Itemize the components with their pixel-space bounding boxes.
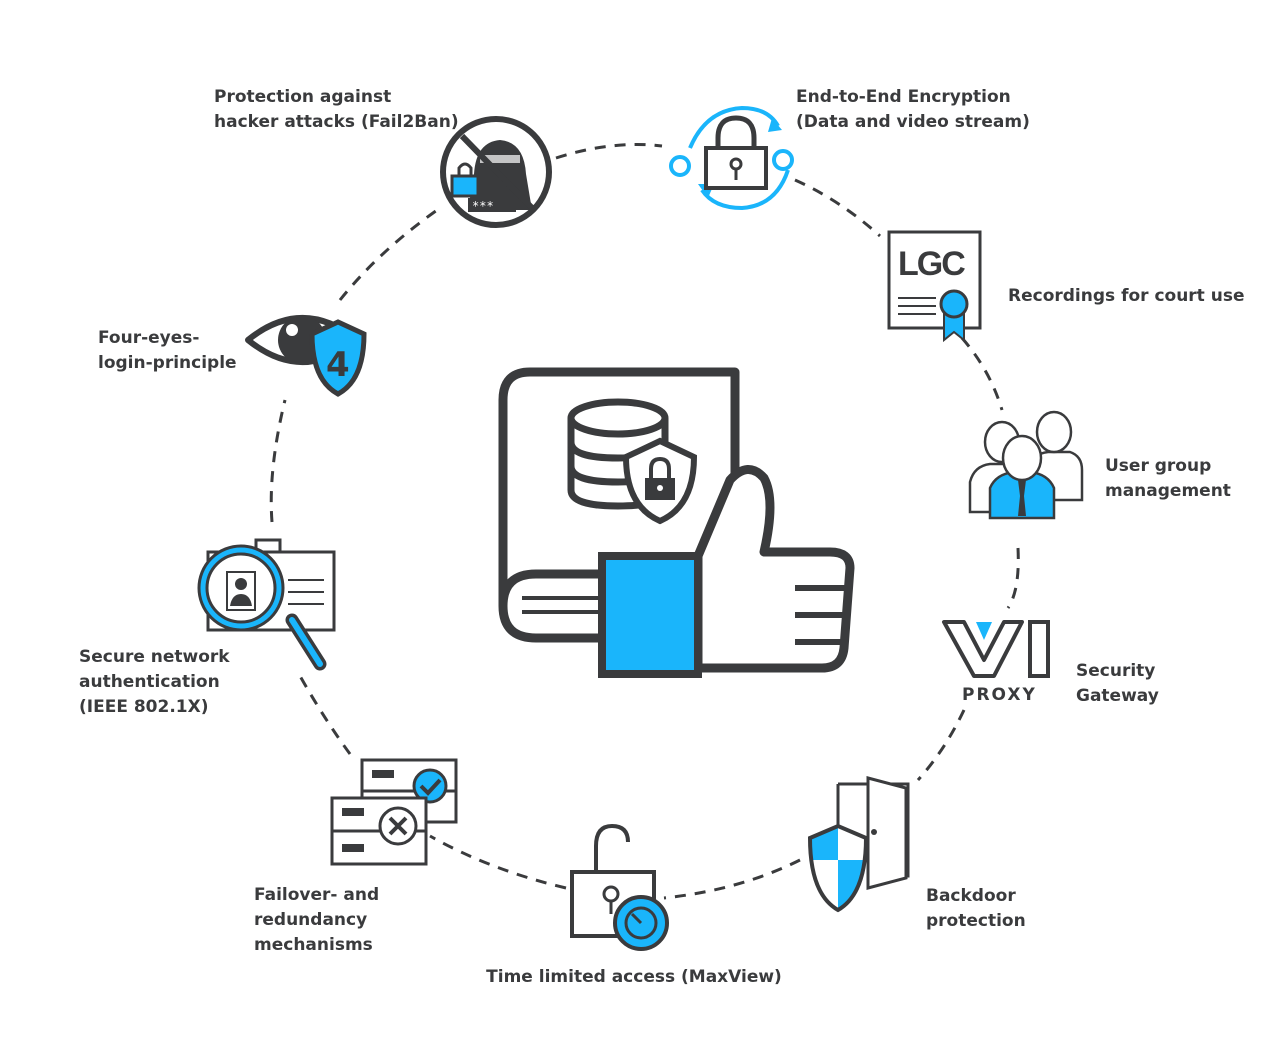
ring-arc-left-2 [269, 399, 287, 523]
eye-shield-icon: 4 [245, 315, 367, 397]
label-gateway-line-2: Gateway [1076, 686, 1159, 706]
label-backdoor-line-1: Backdoor [926, 886, 1016, 906]
certificate-badge: LGC [898, 245, 965, 283]
ring-arc-top [555, 143, 663, 160]
ring-arc-bottom-left [429, 834, 567, 890]
ring-arc-top-left [338, 206, 441, 301]
label-failover-line-2: redundancy [254, 910, 368, 930]
label-failover-line-3: mechanisms [254, 935, 373, 955]
no-hacker-icon: ***_ [440, 116, 552, 228]
label-court-line-1: Recordings for court use [1008, 286, 1245, 306]
label-failover: Failover- and redundancy mechanisms [254, 883, 379, 958]
label-encryption-line-1: End-to-End Encryption [796, 87, 1011, 107]
svg-text:***_: ***_ [472, 199, 502, 213]
label-usergroup-line-1: User group [1105, 456, 1212, 476]
encryption-lock-icon [669, 105, 794, 211]
ring-arc-bottom-right [663, 858, 801, 900]
user-group-icon [968, 410, 1084, 520]
vi-proxy-text: PROXY [962, 685, 1037, 705]
ring-arc-left-1 [298, 675, 352, 755]
label-court: Recordings for court use [1008, 284, 1244, 309]
label-encryption-line-2: (Data and video stream) [796, 112, 1030, 132]
id-search-icon [197, 538, 336, 671]
label-network-line-3: (IEEE 802.1X) [79, 697, 209, 717]
door-shield-icon [807, 776, 910, 913]
certificate-icon: LGC [887, 230, 982, 343]
label-backdoor-line-2: protection [926, 911, 1026, 931]
server-failover-icon [330, 758, 458, 866]
label-foureyes: Four-eyes- login-principle [98, 326, 237, 376]
book-icon [498, 367, 740, 643]
label-encryption: End-to-End Encryption (Data and video st… [796, 85, 1030, 135]
eye-shield-badge: 4 [326, 345, 350, 385]
shield-lock-icon [622, 437, 698, 525]
label-usergroup-line-2: management [1105, 481, 1231, 501]
label-timelimit: Time limited access (MaxView) [484, 965, 784, 990]
vi-proxy-logo: PROXY [942, 620, 1050, 705]
label-usergroup: User group management [1105, 454, 1231, 504]
ring-arc-right-3 [916, 709, 966, 782]
label-failover-line-1: Failover- and [254, 885, 380, 905]
label-foureyes-line-1: Four-eyes- [98, 328, 200, 348]
label-network-line-2: authentication [79, 672, 220, 692]
label-timelimit-line-1: Time limited access (MaxView) [486, 967, 782, 987]
label-network: Secure network authentication (IEEE 802.… [79, 645, 230, 720]
label-fail2ban: Protection against hacker attacks (Fail2… [214, 85, 459, 135]
label-gateway: Security Gateway [1076, 659, 1159, 709]
center-illustration [498, 367, 855, 678]
label-fail2ban-line-2: hacker attacks (Fail2Ban) [214, 112, 459, 132]
timer-lock-icon [570, 823, 669, 951]
label-network-line-1: Secure network [79, 647, 230, 667]
label-backdoor: Backdoor protection [926, 884, 1026, 934]
dashed-ring [269, 143, 1020, 900]
ring-arc-right-2 [1006, 547, 1020, 609]
ring-arc-top-right [794, 178, 882, 238]
ring-arc-right-1 [960, 337, 1004, 411]
thumbs-up-icon [598, 465, 855, 678]
label-foureyes-line-2: login-principle [98, 353, 237, 373]
label-gateway-line-1: Security [1076, 661, 1156, 681]
label-fail2ban-line-1: Protection against [214, 87, 392, 107]
